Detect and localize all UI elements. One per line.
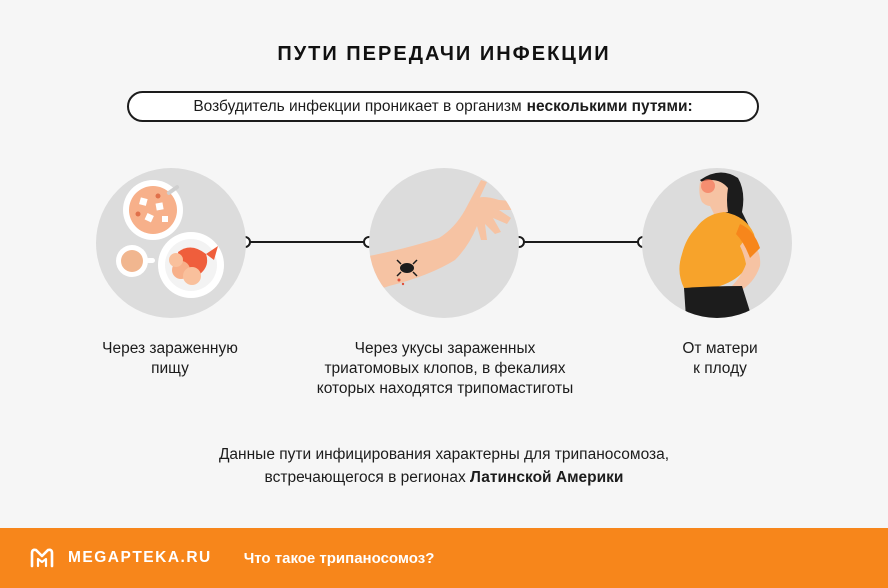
route-bug-illustration [369,168,519,318]
caption-bug-line3: которых находятся трипомастиготы [316,380,574,397]
footer-bar: MEGAPTEKA.RU Что такое трипаносомоз? [0,528,888,588]
caption-mother-line2: к плоду [693,360,747,377]
footnote-line1: Данные пути инфицирования характерны для… [218,446,670,463]
caption-food-line1: Через зараженную [102,340,238,357]
footnote-line2-bold: Латинской Америки [470,469,624,486]
megapteka-logo-icon[interactable] [29,547,55,569]
intro-text: Возбудитель инфекции проникает в организ… [193,97,522,115]
bug-icon [396,259,418,286]
caption-food: Через зараженную пищу [70,339,270,379]
footnote: Данные пути инфицирования характерны для… [0,443,888,489]
pregnant-woman-icon [679,172,761,318]
caption-bug-line1: Через укусы зараженных [354,340,536,357]
route-food-illustration [96,168,246,318]
food-plates-icon [116,180,224,298]
page-title: ПУТИ ПЕРЕДАЧИ ИНФЕКЦИИ [277,43,611,65]
bug-bite-hand-icon [369,180,519,293]
caption-mother: От матери к плоду [640,339,800,379]
route-mother-illustration [642,168,792,318]
caption-bug: Через укусы зараженных триатомовых клопо… [280,339,610,399]
footnote-line2-text: встречающегося в регионах [264,469,466,486]
intro-banner: Возбудитель инфекции проникает в организ… [127,91,759,122]
caption-food-line2: пищу [151,360,189,377]
footnote-line2: встречающегося в регионах Латинской Амер… [0,466,888,489]
caption-bug-line2: триатомовых клопов, в фекалиях [324,360,566,377]
brand-link[interactable]: MEGAPTEKA.RU [68,549,212,566]
intro-bold-text: несколькими путями: [526,97,693,115]
article-link[interactable]: Что такое трипаносомоз? [243,549,435,567]
caption-mother-line1: От матери [682,340,758,357]
